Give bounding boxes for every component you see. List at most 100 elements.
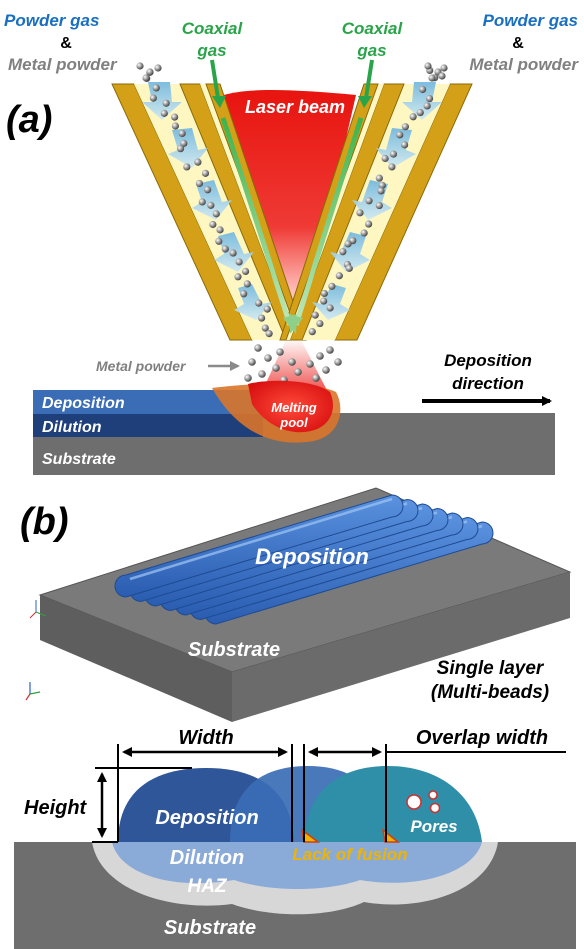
bead-highlight — [129, 497, 393, 581]
left-coaxial-label: Coaxial — [182, 19, 244, 38]
powder-particle — [171, 113, 179, 121]
left-coaxial-gas-label: gas — [196, 41, 226, 60]
right-powder-gas-label: Powder gas — [483, 11, 578, 30]
substrate-label-c: Substrate — [164, 917, 256, 939]
powder-particle — [345, 264, 353, 272]
powder-particle — [146, 68, 154, 76]
powder-particle — [306, 360, 314, 368]
powder-particle — [328, 282, 336, 290]
powder-particle — [265, 330, 273, 338]
powder-particle — [136, 62, 144, 70]
powder-particle — [312, 374, 320, 382]
powder-particle — [254, 344, 262, 352]
melting-pool-label-2: pool — [279, 415, 308, 430]
pores-label: Pores — [410, 817, 457, 836]
height-label: Height — [24, 797, 88, 819]
deposition-label-b: Deposition — [255, 544, 369, 569]
bead-3 — [304, 766, 482, 842]
axis-triad-icon-2 — [25, 682, 41, 701]
powder-particle — [235, 258, 243, 266]
powder-particle — [258, 314, 266, 322]
powder-particle — [424, 62, 432, 70]
powder-particle — [360, 229, 368, 237]
powder-particle — [339, 248, 347, 256]
deposition-layer-label: Deposition — [42, 395, 125, 412]
deposition-beads — [114, 494, 494, 625]
panel-a: (a) Powder gas & Metal powder Coaxial ga… — [4, 11, 579, 475]
laser-beam-label: Laser beam — [245, 97, 345, 117]
powder-particle — [344, 240, 352, 248]
powder-particle — [425, 95, 434, 103]
powder-particle — [396, 131, 404, 139]
powder-particle — [418, 85, 427, 94]
powder-particle — [294, 368, 302, 376]
left-powder-gas-arrows — [142, 82, 272, 320]
powder-particle — [162, 99, 170, 107]
powder-particle — [401, 141, 409, 149]
deposition-bead — [114, 494, 404, 598]
powder-particle — [207, 201, 215, 209]
powder-particle — [264, 354, 272, 362]
powder-particle — [261, 324, 269, 332]
left-powder-gas-label: Powder gas — [4, 11, 99, 30]
powder-particle — [152, 84, 160, 92]
powder-particle — [375, 174, 383, 182]
powder-particle — [171, 122, 180, 130]
panel-b-tag: (b) — [20, 501, 69, 543]
powder-particle — [234, 273, 242, 281]
powder-particle — [272, 364, 280, 372]
dilution-region — [112, 842, 482, 889]
substrate-plate-side — [232, 572, 570, 722]
dimension-lines — [92, 744, 566, 843]
powder-particle — [204, 186, 212, 194]
melting-pool-label: Melting — [271, 400, 317, 415]
powder-particle — [428, 74, 436, 82]
powder-particle — [154, 64, 162, 72]
deposition-direction-label-2: direction — [452, 374, 524, 393]
powder-particle — [248, 358, 256, 366]
powder-particle — [194, 158, 202, 166]
powder-particle — [326, 304, 334, 312]
powder-particle — [195, 179, 204, 188]
powder-particle — [183, 163, 191, 171]
powder-particle — [316, 352, 324, 360]
panel-b: (b) Deposition Substrate Single layer (M… — [20, 487, 572, 722]
powder-particle — [276, 348, 284, 356]
powder-particle — [423, 102, 431, 110]
powder-particle — [365, 220, 373, 228]
dilution-layer — [33, 414, 263, 437]
laser-beam-cone — [224, 90, 356, 338]
powder-particle — [377, 187, 385, 195]
axis-triad-icon — [29, 600, 47, 619]
powder-particle — [215, 237, 223, 245]
substrate-plate-front — [40, 595, 232, 722]
powder-particle — [178, 129, 186, 138]
powder-particle — [142, 74, 150, 82]
right-ampersand-label: & — [512, 35, 524, 52]
right-coaxial-gas-label: gas — [356, 41, 386, 60]
powder-particle — [258, 370, 266, 378]
powder-particle — [365, 197, 373, 205]
left-ampersand-label: & — [60, 35, 72, 52]
powder-particle — [388, 163, 396, 171]
deposition-direction-label: Deposition — [444, 351, 532, 370]
powder-particle — [316, 319, 324, 328]
powder-particle — [221, 245, 229, 253]
powder-particle — [255, 299, 263, 307]
powder-particle — [326, 346, 334, 354]
powder-particle — [243, 280, 251, 288]
powder-particle — [201, 169, 210, 177]
powder-particle — [401, 123, 409, 131]
haz-label: HAZ — [187, 876, 227, 897]
powder-particle — [335, 272, 343, 280]
substrate-label-b: Substrate — [188, 639, 280, 661]
powder-particle — [160, 109, 168, 117]
powder-particle — [209, 220, 217, 229]
panel-c: Width Overlap width Height Deposition Di… — [14, 727, 576, 949]
powder-particle — [212, 210, 220, 218]
powder-particle — [216, 226, 224, 234]
powder-particle — [180, 139, 188, 147]
powder-particle — [440, 64, 448, 72]
powder-particle — [244, 374, 252, 382]
